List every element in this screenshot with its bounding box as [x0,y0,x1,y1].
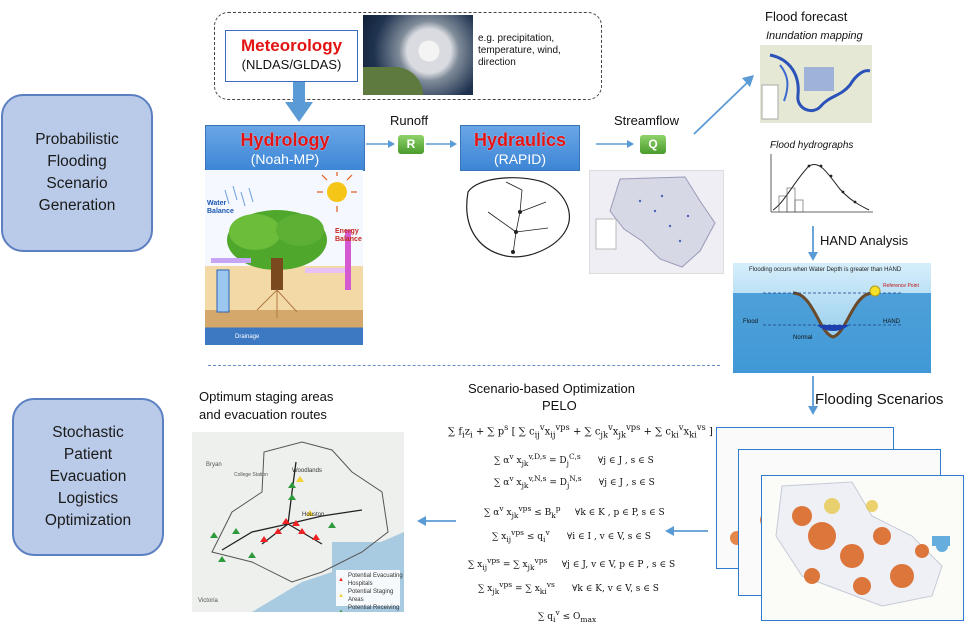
evacuating-hospital-icon: ▲ [338,577,344,583]
streamflow-badge: Q [640,135,666,154]
arrow-to-hand [808,226,818,261]
hurricane-satellite-image [363,15,473,95]
meteorology-container [214,12,602,100]
hydrology-title: Hydrology [240,130,330,150]
place-houston: Houston [302,512,325,518]
runoff-badge: R [398,135,424,154]
runoff-label: Runoff [390,113,429,128]
hand-normal-label: Normal [793,335,813,341]
section-flooding-scenario-generation: Probabilistic Flooding Scenario Generati… [1,94,153,252]
water-balance-label: Water Balance [207,200,234,215]
legend-staging: Potential Staging Areas [347,589,394,603]
arrow-meteo-to-hydrology [285,82,313,122]
arrow-runoff-to-hydraulics [426,140,457,148]
legend-evacuating: Potential Evacuating Hospitals [347,573,403,587]
energy-balance-label: Energy Balance [335,228,362,243]
meteorology-title: Meteorology [240,36,343,55]
texas-basin-map [589,170,724,274]
optimization-title: Scenario-based Optimization [468,381,635,396]
place-college-station: College Station [234,472,268,478]
staging-area-icon: ▲ [338,593,344,599]
optimum-title-line1: Optimum staging areas [199,389,334,404]
place-woodlands: Woodlands [292,468,322,474]
place-bryan: Bryan [206,462,222,468]
receiving-hospital-icon: ▲ [338,609,344,612]
inundation-mapping-label: Inundation mapping [766,30,863,42]
staging-map: Bryan College Station Woodlands Houston … [192,432,404,612]
hydrology-subtitle: (Noah-MP) [250,151,320,167]
hydraulics-title: Hydraulics [473,130,567,150]
staging-map-legend: ▲Potential Evacuating Hospitals ▲Potenti… [338,572,404,612]
watershed-diagram [466,177,571,258]
section-label: Stochastic Patient Evacuation Logistics … [44,424,132,529]
section-evacuation-optimization: Stochastic Patient Evacuation Logistics … [12,398,164,556]
flooding-scenarios-label: Flooding Scenarios [815,391,944,408]
arrow-hydrology-to-runoff [366,140,395,148]
hydraulics-subtitle: (RAPID) [493,151,547,167]
section-divider [208,365,720,366]
meteorology-box: Meteorology (NLDAS/GLDAS) [225,30,358,82]
flood-forecast-title: Flood forecast [765,9,848,24]
hand-cross-section: Flooding occurs when Water Depth is grea… [733,263,931,373]
drainage-label: Drainage [235,334,260,340]
hand-flood-label: Flood [743,319,759,325]
meteorology-examples: e.g. precipitation, temperature, wind, d… [478,33,561,68]
arrow-scenarios-to-optimization [665,526,708,536]
flood-scenario-map-3 [761,475,964,621]
place-victoria: Victoria [198,598,218,604]
streamflow-label: Streamflow [614,113,680,128]
flood-hydrographs-label: Flood hydrographs [770,140,854,151]
section-label: Probabilistic Flooding Scenario Generati… [35,131,119,214]
hydrology-box: Hydrology (Noah-MP) [205,125,365,171]
legend-receiving: Potential Receiving Hospitals [347,605,400,611]
arrow-to-flooding-scenarios [808,376,818,415]
noah-mp-illustration: Water Balance Energy Balance Drainage [205,170,363,345]
optimization-subtitle: PELO [542,398,577,413]
optimum-title-line2: and evacuation routes [199,407,327,422]
pelo-formulation: ∑ fizi + ∑ ps [ ∑ cijvxijvps + ∑ cjkvxjk… [448,422,713,624]
hand-analysis-label: HAND Analysis [820,233,909,248]
arrow-to-flood-forecast [693,75,754,135]
hydraulics-box: Hydraulics (RAPID) [460,125,580,171]
inundation-map [760,45,872,123]
hand-caption: Flooding occurs when Water Depth is grea… [749,267,902,273]
arrow-hydraulics-to-streamflow [596,140,634,148]
flood-hydrograph-chart [770,154,873,213]
hand-short-label: HAND [883,319,901,325]
meteorology-subtitle: (NLDAS/GLDAS) [241,57,342,72]
hand-reference-label: Reference Point [883,283,919,289]
arrow-optimization-to-map [417,516,456,526]
